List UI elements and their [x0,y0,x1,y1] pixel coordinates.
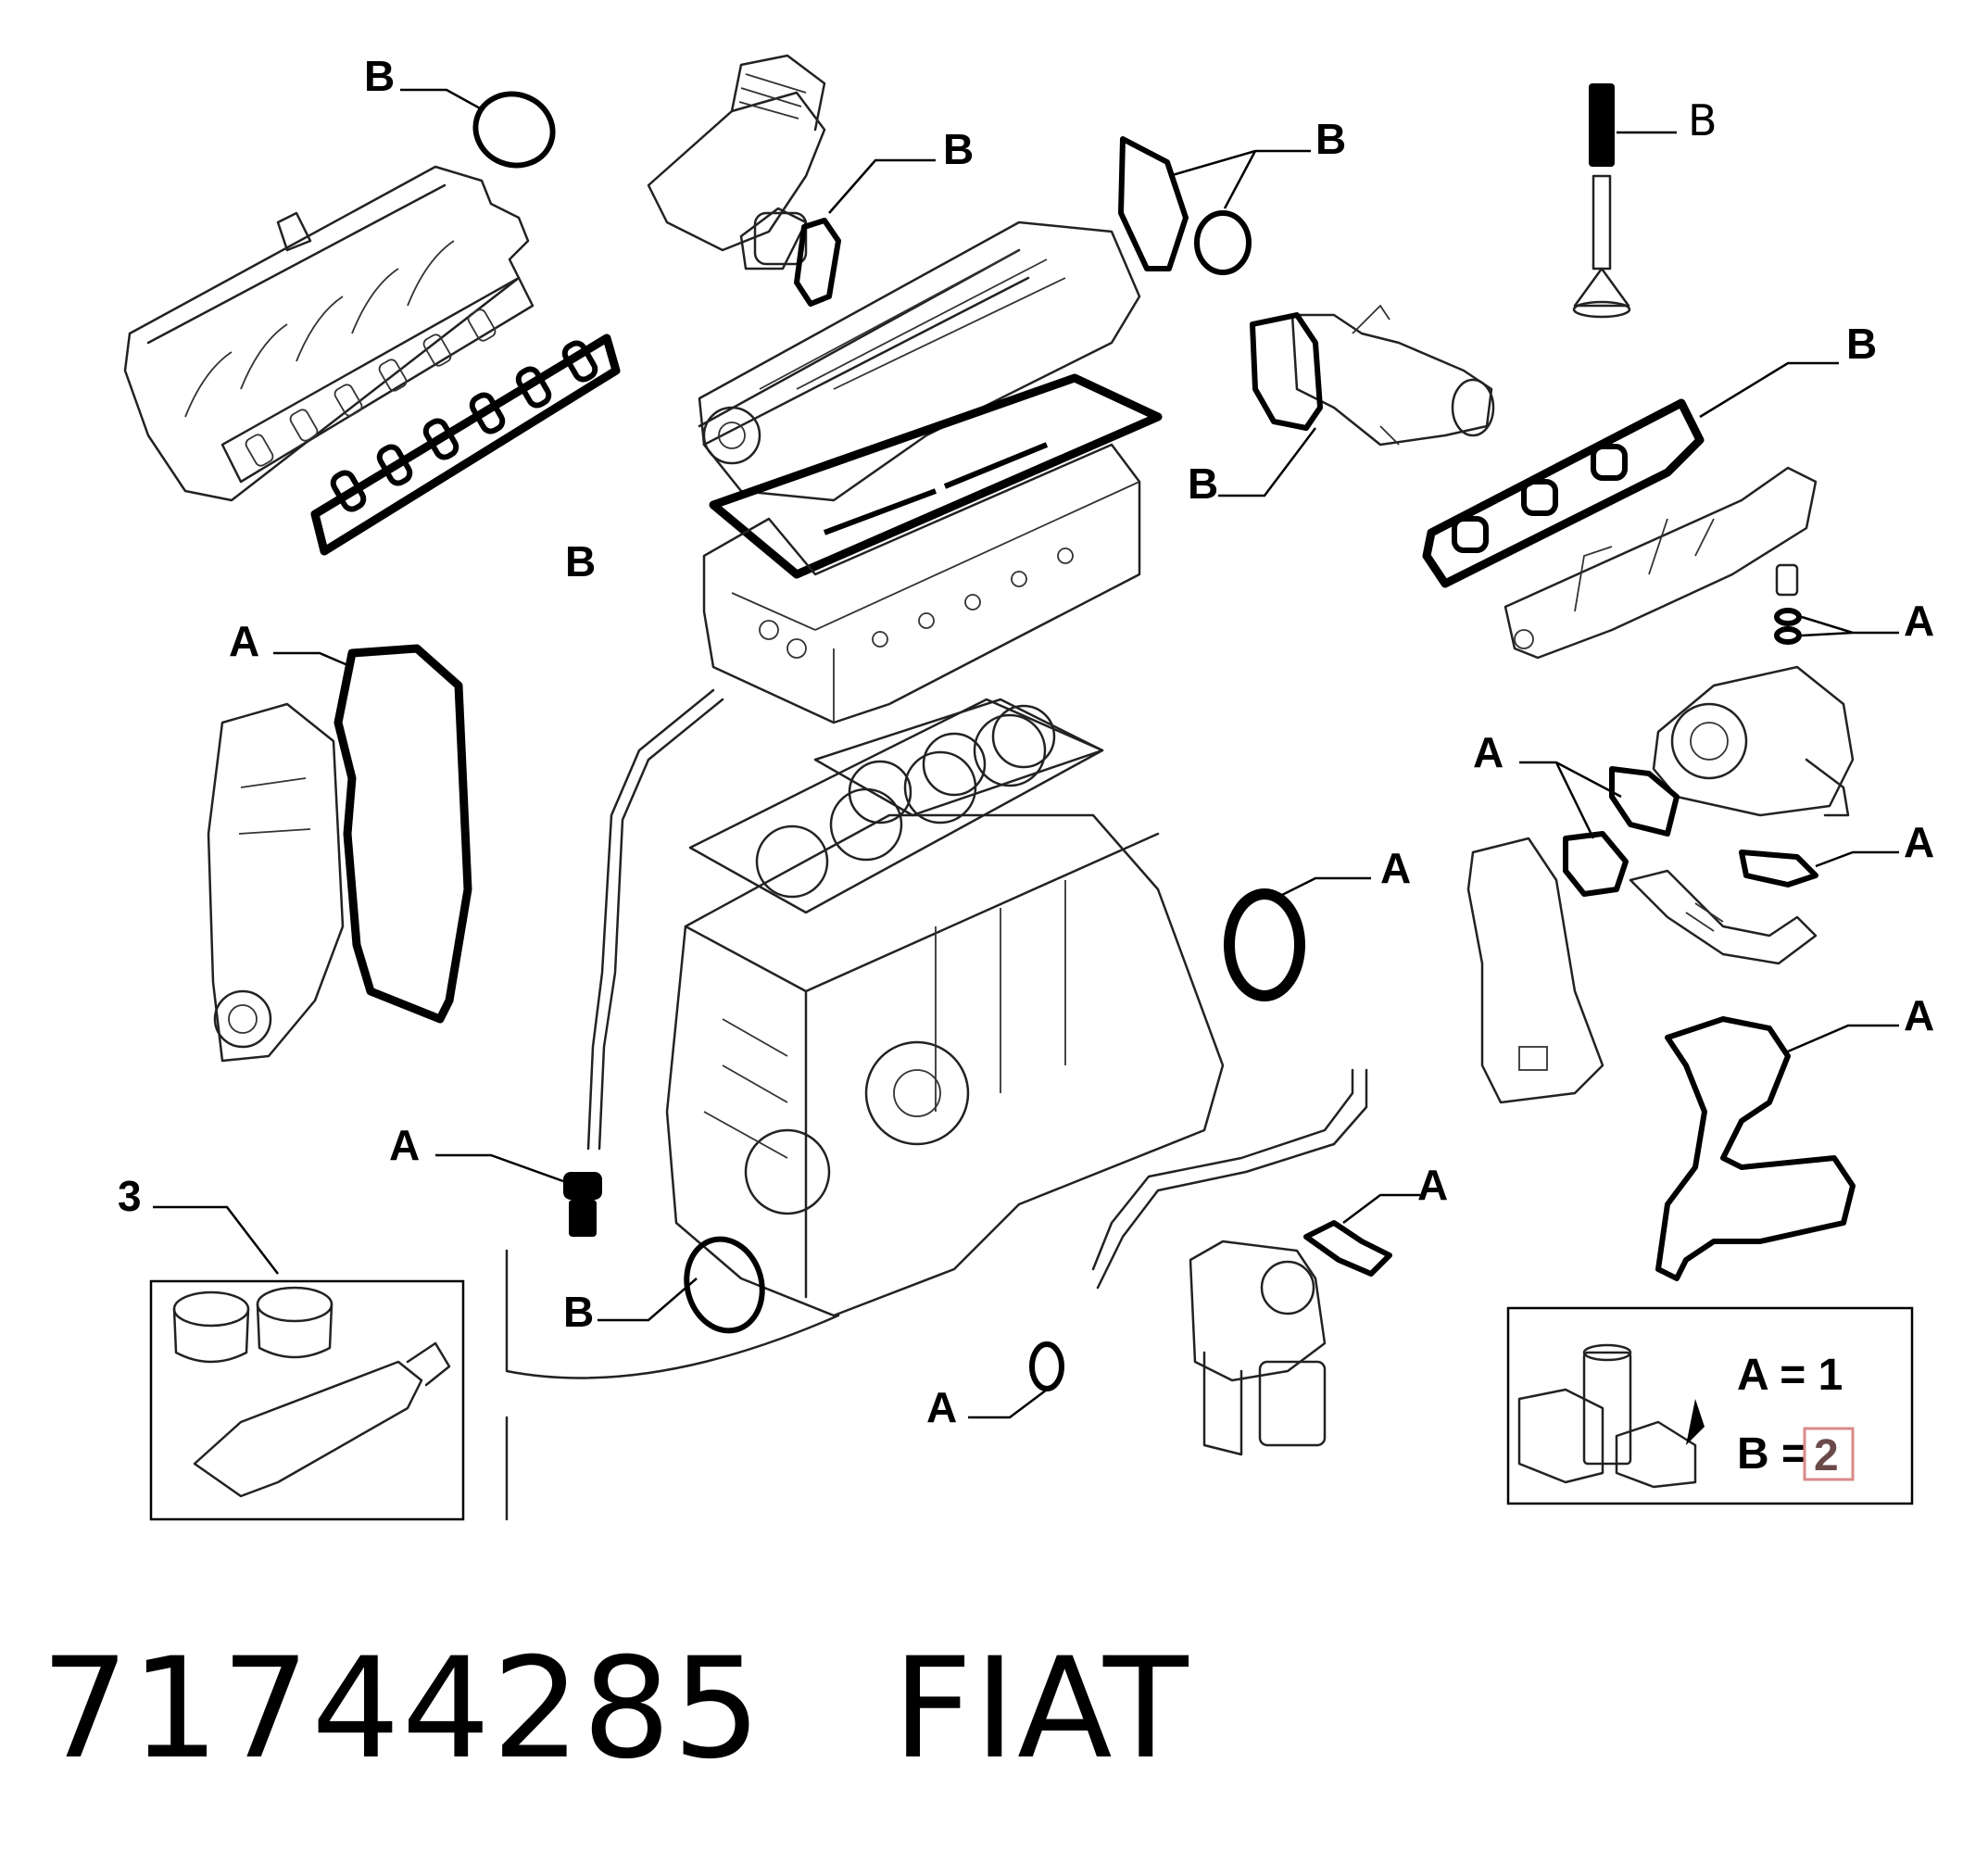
callout-b-thermostat: B [1188,459,1218,508]
oil-cooler-gasket [1655,1016,1856,1281]
oil-pipe [1091,1068,1368,1290]
dipstick-tube [586,688,724,1151]
cylinder-head [702,443,1141,724]
brand-name: FIAT [892,1629,1190,1790]
head-gasket-upper [813,698,1104,825]
kit-cap-left [172,1290,250,1364]
callout-a-filter-gasket: A [1417,1161,1448,1209]
timing-cover [207,702,345,1063]
callout-b-top-left: B [364,52,395,100]
intake-manifold-gasket [310,334,621,556]
callout-a-turbo: A [1473,728,1504,776]
callout-a-oil-cooler: A [1904,991,1934,1039]
oil-flange-gasket [1739,850,1818,887]
kit-cap-right [256,1286,333,1359]
callout-a-timing-cover: A [229,617,259,665]
fiat-parts-box-icon [1517,1343,1705,1489]
callout-b-intake-gasket: B [565,537,596,585]
oring-bottom [684,1236,765,1334]
crankshaft-seal [1224,888,1305,1001]
timing-cover-gasket [333,644,472,1024]
part-number: 71744285 [41,1629,763,1790]
exhaust-washers [1774,563,1802,645]
callout-b-egr-gasket-pair: B [1315,115,1346,163]
intake-manifold [123,165,535,502]
egr-flange-gasket [1118,136,1189,271]
oring-egr [1194,210,1252,275]
callout-a-oil-flange: A [1904,818,1934,866]
exhaust-manifold-gasket [1422,398,1705,588]
catalytic-converter [1466,837,1604,1104]
egr-valve [647,54,826,271]
filter-gasket [1303,1220,1392,1277]
sealant-kit-box [149,1279,465,1521]
callout-a-pipe-oring: A [926,1383,957,1431]
callout-b-bottom-oring: B [563,1288,594,1336]
egr-gasket [794,218,841,307]
oil-return-pipe [1629,869,1818,965]
exhaust-manifold [1504,466,1818,660]
callout-a-drain-plug: A [389,1121,420,1169]
callout-a-exhaust-washers: A [1904,597,1934,645]
legend-b-label: B = [1737,1429,1807,1479]
legend-b-value: 2 [1814,1431,1839,1480]
callout-kit-3: 3 [118,1172,142,1220]
legend-b-value-highlight [1803,1427,1855,1481]
quantity-legend: A = 1 B = 2 [1506,1306,1914,1505]
turbo-flange-gasket [1563,831,1629,897]
turbocharger [1652,665,1855,817]
cylinder-head-cover [698,220,1141,502]
oring-top-left [472,91,556,169]
legend-a-label: A = 1 [1737,1351,1843,1400]
kit-sealant-tube [193,1341,451,1498]
callout-a-seal-ring: A [1380,844,1411,892]
engine-valve [1572,83,1631,319]
thermostat-housing [1290,304,1495,447]
oil-filter-housing [1189,1240,1327,1456]
turbo-gasket [1609,766,1680,837]
thermostat-gasket [1250,312,1323,431]
oil-drain-plug [563,1172,602,1237]
callout-b-exhaust-gasket: B [1846,320,1877,368]
valve-cover-gasket [709,373,1163,579]
callout-b-egr: B [943,125,974,173]
engine-block [665,813,1225,1317]
callout-b-valve: B [1688,95,1717,145]
pipe-oring [1029,1341,1064,1391]
